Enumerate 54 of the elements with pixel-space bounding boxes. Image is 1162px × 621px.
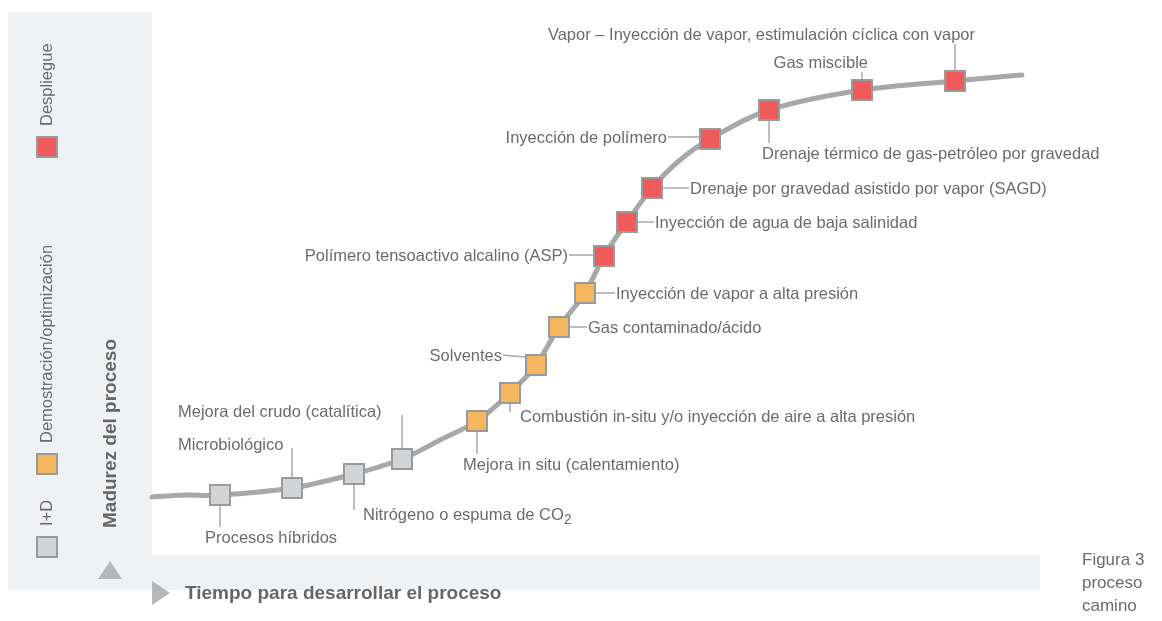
process-label: Procesos híbridos bbox=[205, 527, 338, 547]
process-label: Drenaje por gravedad asistido por vapor (SAGD) bbox=[690, 178, 1047, 198]
stage-marker bbox=[548, 316, 570, 338]
leader-line bbox=[667, 136, 700, 138]
process-label: Gas miscible bbox=[773, 52, 868, 72]
stage-marker bbox=[343, 463, 365, 485]
process-label: Mejora in situ (calentamiento) bbox=[463, 454, 680, 474]
process-label: Mejora del crudo (catalítica) bbox=[178, 401, 382, 421]
stage-marker bbox=[209, 484, 231, 506]
leader-line bbox=[509, 403, 511, 413]
process-label: Microbiológico bbox=[178, 434, 284, 454]
legend-label: Despliegue bbox=[36, 43, 56, 126]
leader-line bbox=[291, 447, 293, 478]
legend-label: I+D bbox=[36, 499, 56, 526]
stage-marker bbox=[574, 282, 596, 304]
leader-line bbox=[476, 431, 478, 455]
leader-line bbox=[568, 254, 594, 256]
leader-line bbox=[219, 505, 221, 528]
process-label: Combustión in-situ y/o inyección de aire a alta presión bbox=[520, 406, 916, 426]
stage-marker bbox=[525, 354, 547, 376]
stage-marker bbox=[616, 211, 638, 233]
stage-marker bbox=[851, 79, 873, 101]
stage-marker bbox=[281, 477, 303, 499]
legend-label: Demostración/optimización bbox=[36, 244, 56, 443]
axis-title: Madurez del proceso bbox=[100, 339, 120, 528]
leader-line bbox=[768, 120, 770, 144]
process-label: Drenaje térmico de gas-petróleo por gravedad bbox=[762, 143, 1100, 163]
stage-marker bbox=[391, 448, 413, 470]
stage-marker bbox=[758, 99, 780, 121]
stage-marker bbox=[641, 177, 663, 199]
stage-marker bbox=[593, 245, 615, 267]
process-label: Nitrógeno o espuma de CO$_{2}$ bbox=[363, 504, 572, 531]
leader-line bbox=[954, 43, 956, 71]
process-label: Inyección de agua de baja salinidad bbox=[655, 212, 918, 232]
leader-line bbox=[595, 292, 616, 294]
process-label: Vapor – Inyección de vapor, estimulación cíclica con vapor bbox=[547, 24, 975, 44]
leader-line bbox=[353, 484, 355, 511]
stage-marker bbox=[699, 128, 721, 150]
leader-line bbox=[401, 414, 403, 449]
process-label: Polímero tensoactivo alcalino (ASP) bbox=[304, 245, 568, 265]
leader-line bbox=[637, 221, 655, 223]
leader-line bbox=[662, 187, 690, 189]
stage-marker bbox=[466, 410, 488, 432]
process-label: Inyección de vapor a alta presión bbox=[616, 283, 859, 303]
stage-marker bbox=[499, 382, 521, 404]
process-label: Gas contaminado/ácido bbox=[588, 317, 762, 337]
stage-marker bbox=[944, 70, 966, 92]
process-label: Solventes bbox=[429, 345, 502, 365]
axis-title: Tiempo para desarrollar el proceso bbox=[185, 581, 502, 605]
leader-line bbox=[502, 354, 526, 358]
figure-caption: Figura 3 proceso camino bbox=[1082, 549, 1146, 617]
leader-line bbox=[861, 71, 863, 80]
leader-line bbox=[569, 326, 588, 328]
process-label: Inyección de polímero bbox=[505, 127, 667, 147]
